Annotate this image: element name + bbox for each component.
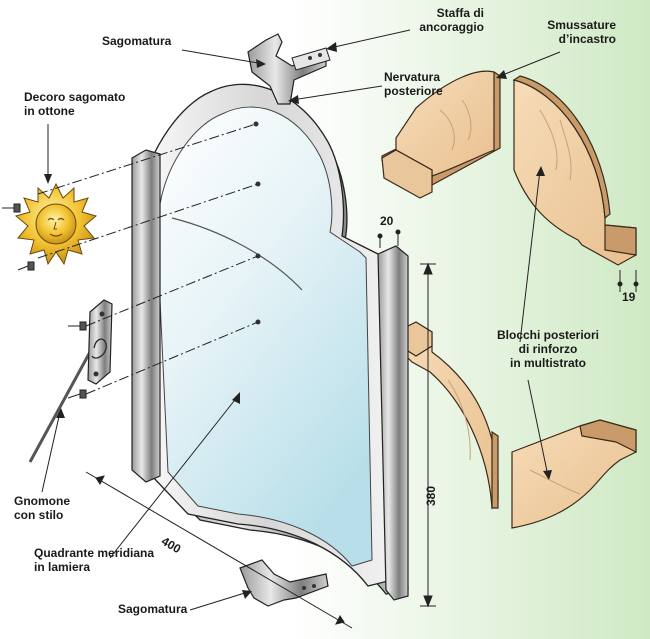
dial-plate-assembly xyxy=(131,83,409,601)
label-staffa-line2: ancoraggio xyxy=(419,20,484,34)
label-gnomone-line2: con stilo xyxy=(14,508,64,522)
label-staffa-ancoraggio: Staffa di ancoraggio xyxy=(412,6,484,34)
label-blocchi-line2: di rinforzo xyxy=(518,342,578,356)
label-decoro-line1: Decoro sagomato xyxy=(24,90,126,104)
label-gnomone-line1: Gnomone xyxy=(14,494,70,508)
wood-block-top-right xyxy=(512,75,637,266)
dimension-19: 19 xyxy=(622,290,636,304)
label-nervatura-line1: Nervatura xyxy=(384,70,441,84)
label-staffa-line1: Staffa di xyxy=(436,6,484,20)
label-blocchi-line1: Blocchi posteriori xyxy=(496,328,600,342)
gnomon-with-stylus xyxy=(28,299,113,463)
wood-block-top-left xyxy=(381,70,501,199)
leader-arrows xyxy=(41,29,561,611)
label-quadrante-meridiana: Quadrante meridiana in lamiera xyxy=(34,546,154,574)
label-blocchi-line3: in multistrato xyxy=(509,356,586,370)
label-smussature-incastro: Smussature d’incastro xyxy=(544,18,616,46)
label-decoro-sagomato: Decoro sagomato in ottone xyxy=(24,90,125,118)
label-blocchi-posteriori: Blocchi posteriori di rinforzo in multis… xyxy=(488,328,608,370)
top-mounting-bracket xyxy=(247,33,331,105)
label-gnomone-stilo: Gnomone con stilo xyxy=(14,494,70,522)
label-decoro-line2: in ottone xyxy=(24,104,75,118)
label-quadrante-line2: in lamiera xyxy=(34,560,91,574)
label-smussature-line2: d’incastro xyxy=(558,32,616,46)
alignment-lines xyxy=(37,123,259,395)
bottom-mounting-bracket xyxy=(239,559,329,607)
dimension-20: 20 xyxy=(380,214,394,228)
label-sagomatura-bottom: Sagomatura xyxy=(118,602,188,616)
dimension-lines xyxy=(85,229,639,629)
label-smussature-line1: Smussature xyxy=(547,18,616,32)
label-nervatura-posteriore: Nervatura posteriore xyxy=(384,70,443,98)
label-sagomatura-top: Sagomatura xyxy=(102,34,172,48)
wood-block-bottom-right xyxy=(511,419,637,529)
label-quadrante-line1: Quadrante meridiana xyxy=(34,546,155,560)
dimension-380: 380 xyxy=(424,485,438,506)
label-nervatura-line2: posteriore xyxy=(384,84,443,98)
sun-screws xyxy=(2,203,35,271)
